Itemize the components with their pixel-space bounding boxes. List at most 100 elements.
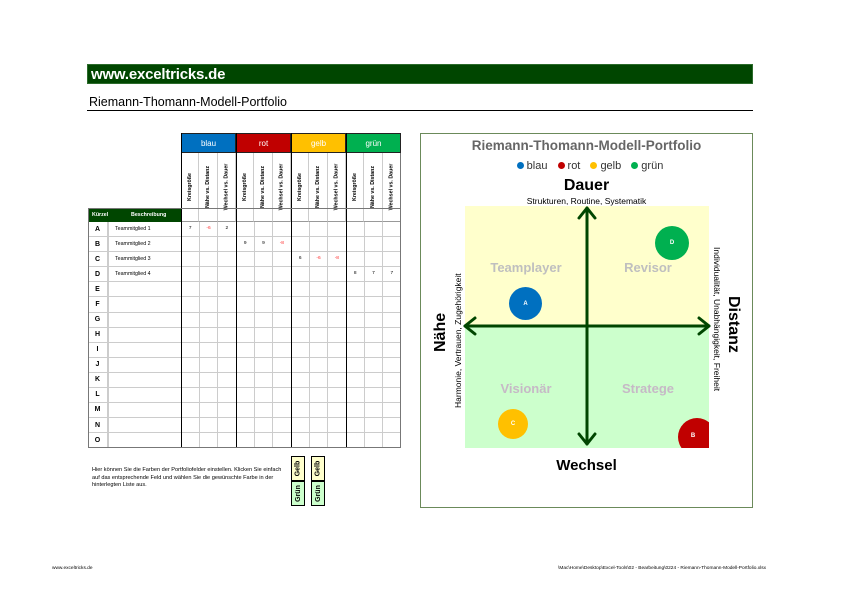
table-row[interactable]: M — [88, 402, 401, 419]
row-value[interactable]: -6 — [316, 256, 321, 262]
row-key: D — [88, 267, 108, 282]
row-description[interactable]: Teammitglied 4 — [115, 271, 151, 278]
subheader-label: Nähe vs. Distanz — [314, 165, 321, 209]
legend-dot-icon — [590, 161, 598, 169]
row-value[interactable]: 7 — [188, 226, 192, 231]
group-header-rot[interactable]: rot — [236, 133, 291, 153]
row-value[interactable]: 6 — [298, 256, 302, 262]
table-row[interactable]: I — [88, 342, 401, 358]
swatch-top-left[interactable]: Gelb — [291, 456, 305, 481]
row-value[interactable]: 2 — [225, 226, 229, 231]
row-key: J — [88, 357, 108, 372]
group-divider — [290, 133, 292, 448]
group-header-blau[interactable]: blau — [181, 133, 236, 153]
bubble-d[interactable]: D — [655, 226, 689, 260]
bubble-label: D — [669, 240, 675, 246]
brand-link[interactable]: www.exceltricks.de — [91, 66, 226, 83]
swatch-label: Grün — [314, 485, 322, 502]
table-row[interactable]: A Teammitglied 1 7 -6 2 — [88, 222, 401, 238]
subheader-kreisgroesse: Kreisgröße — [181, 153, 200, 222]
table-row[interactable]: D Teammitglied 4 8 7 7 — [88, 267, 401, 283]
row-description[interactable]: Teammitglied 2 — [115, 241, 151, 248]
subheader-label: Kreisgröße — [296, 173, 303, 201]
table-row[interactable]: J — [88, 357, 401, 373]
row-value[interactable]: -8 — [279, 241, 284, 247]
swatch-bottom-right[interactable]: Grün — [311, 481, 325, 506]
row-key: B — [88, 237, 108, 252]
bubble-label: C — [510, 421, 516, 427]
row-key: G — [88, 312, 108, 327]
legend-label: blau — [526, 160, 548, 172]
axis-sub-right: Individualität, Unabhängigkeit, Freiheit — [712, 247, 722, 392]
bubble-a[interactable]: A — [509, 287, 542, 320]
table-row[interactable]: G — [88, 312, 401, 328]
bubble-c[interactable]: C — [498, 409, 528, 439]
subheader-kreisgroesse: Kreisgröße — [291, 153, 310, 222]
row-key: L — [88, 387, 108, 402]
subheader-naehe-distanz: Nähe vs. Distanz — [199, 153, 218, 222]
chart-title: Riemann-Thomann-Modell-Portfolio — [471, 138, 702, 153]
quadrant-label-stratege: Stratege — [621, 381, 675, 396]
subheader-naehe-distanz: Nähe vs. Distanz — [309, 153, 328, 222]
subheader-label: Nähe vs. Distanz — [259, 165, 266, 209]
subheader-naehe-distanz: Nähe vs. Distanz — [254, 153, 273, 222]
table-row[interactable]: N — [88, 417, 401, 434]
group-divider — [235, 133, 237, 448]
page-title: Riemann-Thomann-Modell-Portfolio — [89, 95, 287, 109]
row-key: E — [88, 282, 108, 297]
swatch-label: Gelb — [314, 460, 322, 477]
row-value[interactable]: -6 — [206, 226, 211, 231]
footer-right: \Mac\Home\Desktop\Excel-Tools\02 - Bearb… — [558, 566, 766, 571]
group-divider — [180, 133, 182, 448]
bubble-b[interactable]: B — [678, 418, 709, 448]
quadrant-label-visionaer: Visionär — [500, 381, 552, 396]
row-value[interactable]: -8 — [334, 256, 339, 262]
row-key: I — [88, 342, 108, 357]
table-row[interactable]: F — [88, 297, 401, 313]
row-key: M — [88, 402, 108, 418]
subheader-label: Nähe vs. Distanz — [369, 165, 376, 209]
row-description[interactable]: Teammitglied 3 — [115, 256, 151, 263]
swatch-top-right[interactable]: Gelb — [311, 456, 325, 481]
subheader-label: Wechsel vs. Dauer — [223, 163, 230, 211]
legend-dot-icon — [631, 161, 639, 169]
table-row[interactable]: B Teammitglied 2 9 9 -8 — [88, 237, 401, 253]
table-row[interactable]: L — [88, 387, 401, 403]
group-label: grün — [365, 138, 382, 148]
row-key: K — [88, 372, 108, 387]
quadrant-label-revisor: Revisor — [624, 260, 672, 275]
axis-sub-left: Harmonie, Vertrauen, Zugehörigkeit — [453, 273, 463, 408]
table-frame — [88, 208, 401, 448]
subheader-label: Nähe vs. Distanz — [204, 165, 211, 209]
subheader-kreisgroesse: Kreisgröße — [236, 153, 255, 222]
row-value[interactable]: 9 — [262, 241, 265, 247]
row-value[interactable]: 7 — [372, 271, 375, 277]
table-row[interactable]: H — [88, 327, 401, 343]
swatch-bottom-left[interactable]: Grün — [291, 481, 305, 506]
group-label: rot — [258, 138, 269, 148]
legend-label: grün — [641, 160, 664, 172]
table-row[interactable]: K — [88, 372, 401, 388]
row-key: A — [88, 222, 108, 237]
group-label: gelb — [310, 138, 327, 148]
row-value[interactable]: 8 — [353, 271, 357, 277]
row-value[interactable]: 7 — [390, 271, 394, 277]
group-header-gruen[interactable]: grün — [346, 133, 401, 153]
chart-legend: blau rot gelb grün — [420, 160, 753, 172]
row-description[interactable]: Teammitglied 1 — [115, 226, 151, 232]
group-divider — [345, 133, 347, 448]
swatch-label: Grün — [294, 485, 302, 502]
row-key: C — [88, 252, 108, 267]
subheader-naehe-distanz: Nähe vs. Distanz — [364, 153, 383, 222]
legend-dot-icon — [516, 161, 524, 169]
group-label: blau — [200, 138, 217, 148]
col-beschreibung: Beschreibung — [131, 212, 167, 218]
table-row[interactable]: C Teammitglied 3 6 -6 -8 — [88, 252, 401, 268]
group-header-gelb[interactable]: gelb — [291, 133, 346, 153]
table-row[interactable]: E — [88, 282, 401, 298]
subheader-label: Kreisgröße — [241, 173, 248, 201]
axis-label-top: Dauer — [563, 177, 610, 194]
title-underline — [87, 110, 753, 111]
axis-label-left: Nähe — [432, 312, 449, 352]
row-value[interactable]: 9 — [243, 241, 247, 247]
